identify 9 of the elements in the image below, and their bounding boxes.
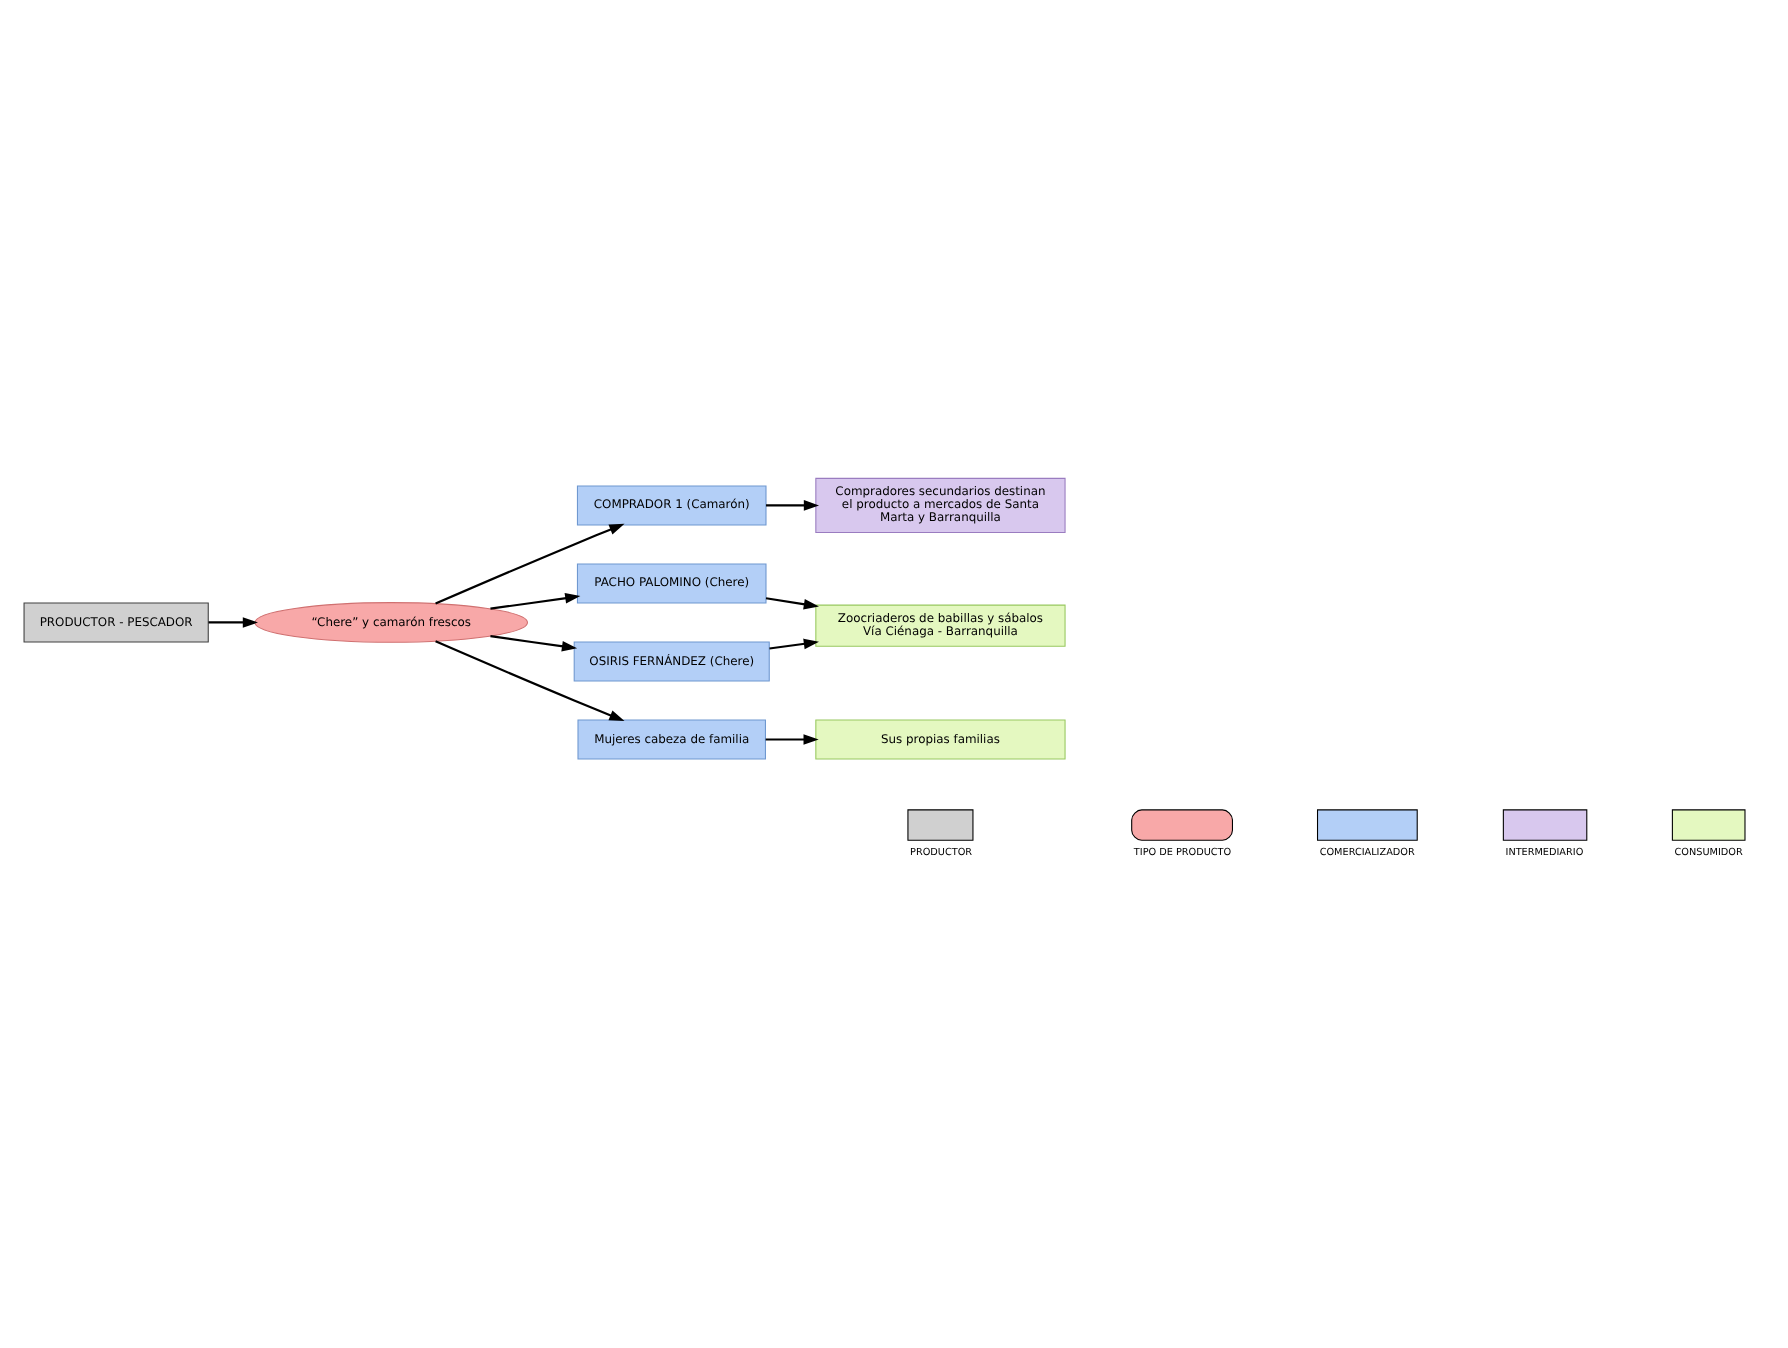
arrow — [765, 733, 819, 744]
arrow — [435, 639, 625, 721]
arrow — [766, 499, 820, 510]
arrow — [490, 634, 578, 651]
arrow — [765, 596, 819, 609]
arrow — [769, 637, 819, 649]
arrow — [435, 522, 625, 604]
arrow — [208, 616, 258, 627]
arrow — [490, 591, 581, 609]
